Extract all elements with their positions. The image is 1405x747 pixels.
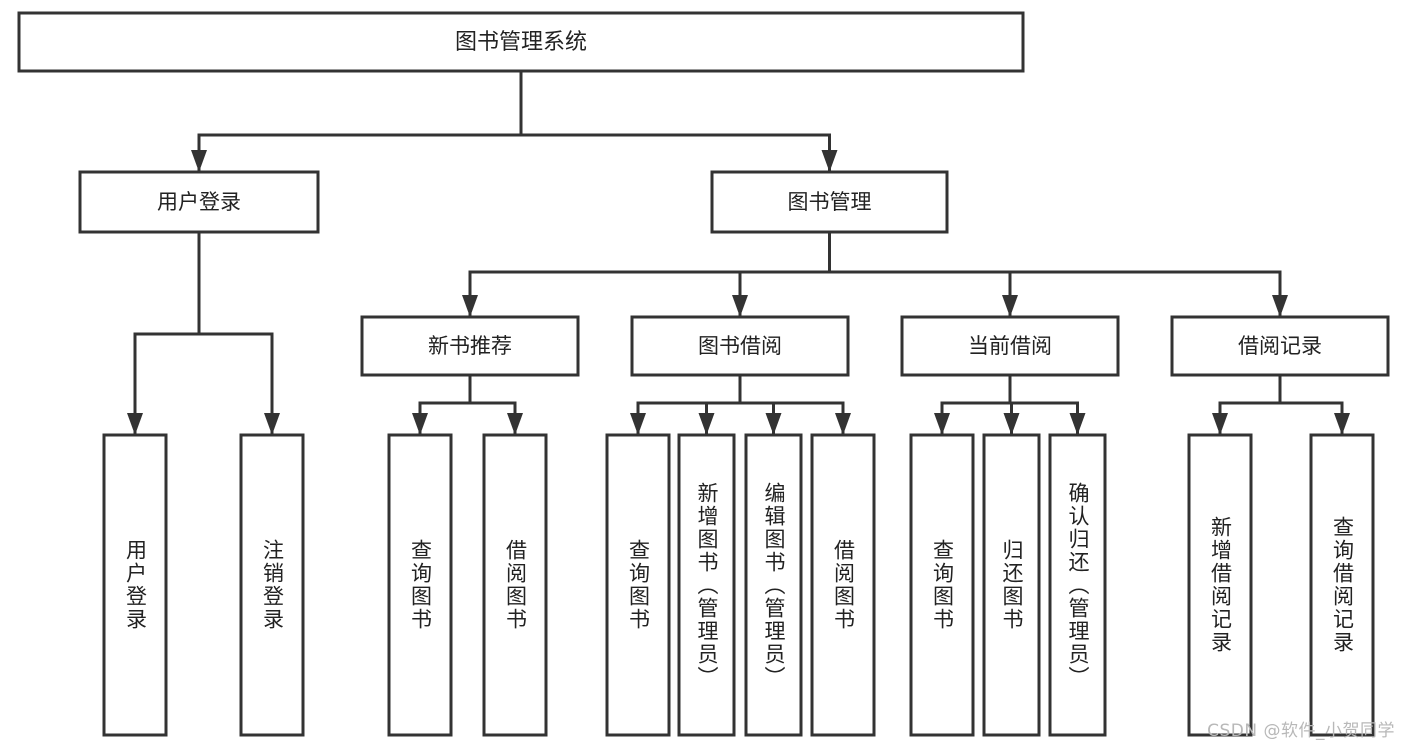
root-node-book-management-system-label: 图书管理系统 [455, 30, 587, 55]
leaf-leaf-query-record[interactable] [1309, 433, 1375, 737]
arrow-head-icon [264, 413, 280, 435]
arrow-head-icon [462, 295, 478, 317]
arrow-head-icon [821, 150, 838, 172]
leaf-leaf-logout-login[interactable] [239, 433, 305, 737]
arrow-head-icon [507, 413, 523, 435]
leaf-leaf-borrow-book-1[interactable] [482, 433, 548, 737]
node-book-manage-label: 图书管理 [788, 190, 872, 214]
arrow-head-icon [1003, 413, 1020, 435]
arrow-head-icon [191, 150, 207, 172]
csdn-watermark: CSDN @软件_小贺同学 [1207, 721, 1395, 741]
arrow-head-icon [835, 413, 851, 435]
arrow-head-icon [934, 413, 950, 435]
leaf-leaf-edit-book[interactable] [744, 433, 803, 737]
node-new-book-recommend-label: 新书推荐 [428, 334, 512, 358]
arrow-head-icon [698, 413, 715, 435]
node-book-borrow-label: 图书借阅 [698, 334, 782, 358]
node-current-borrow[interactable] [900, 315, 1120, 377]
leaf-leaf-user-login[interactable] [102, 433, 168, 737]
leaf-leaf-return-book[interactable] [982, 433, 1041, 737]
boxes-layer [17, 11, 1390, 737]
leaf-leaf-add-record[interactable] [1187, 433, 1253, 737]
root-node-book-management-system[interactable] [17, 11, 1025, 73]
leaf-leaf-borrow-book-2[interactable] [810, 433, 876, 737]
arrow-head-icon [1212, 413, 1228, 435]
arrow-head-icon [1002, 295, 1018, 317]
arrow-head-icon [1272, 295, 1288, 317]
arrow-head-icon [732, 295, 748, 317]
node-user-login[interactable] [78, 170, 320, 234]
leaf-leaf-query-book-3[interactable] [909, 433, 975, 737]
node-book-borrow[interactable] [630, 315, 850, 377]
node-new-book-recommend[interactable] [360, 315, 580, 377]
arrow-head-icon [127, 413, 143, 435]
arrow-head-icon [1069, 413, 1086, 435]
arrow-head-icon [412, 413, 428, 435]
leaf-leaf-confirm-return[interactable] [1048, 433, 1107, 737]
arrow-head-icon [765, 413, 782, 435]
arrow-head-icon [630, 413, 646, 435]
node-current-borrow-label: 当前借阅 [968, 334, 1052, 358]
node-borrow-record-label: 借阅记录 [1238, 334, 1322, 358]
leaf-leaf-add-book[interactable] [677, 433, 736, 737]
node-user-login-label: 用户登录 [157, 190, 241, 214]
node-book-manage[interactable] [710, 170, 949, 234]
arrow-head-icon [1334, 413, 1350, 435]
leaf-leaf-query-book-2[interactable] [605, 433, 671, 737]
node-borrow-record[interactable] [1170, 315, 1390, 377]
leaf-leaf-query-book-1[interactable] [387, 433, 453, 737]
edges-layer [127, 69, 1350, 436]
